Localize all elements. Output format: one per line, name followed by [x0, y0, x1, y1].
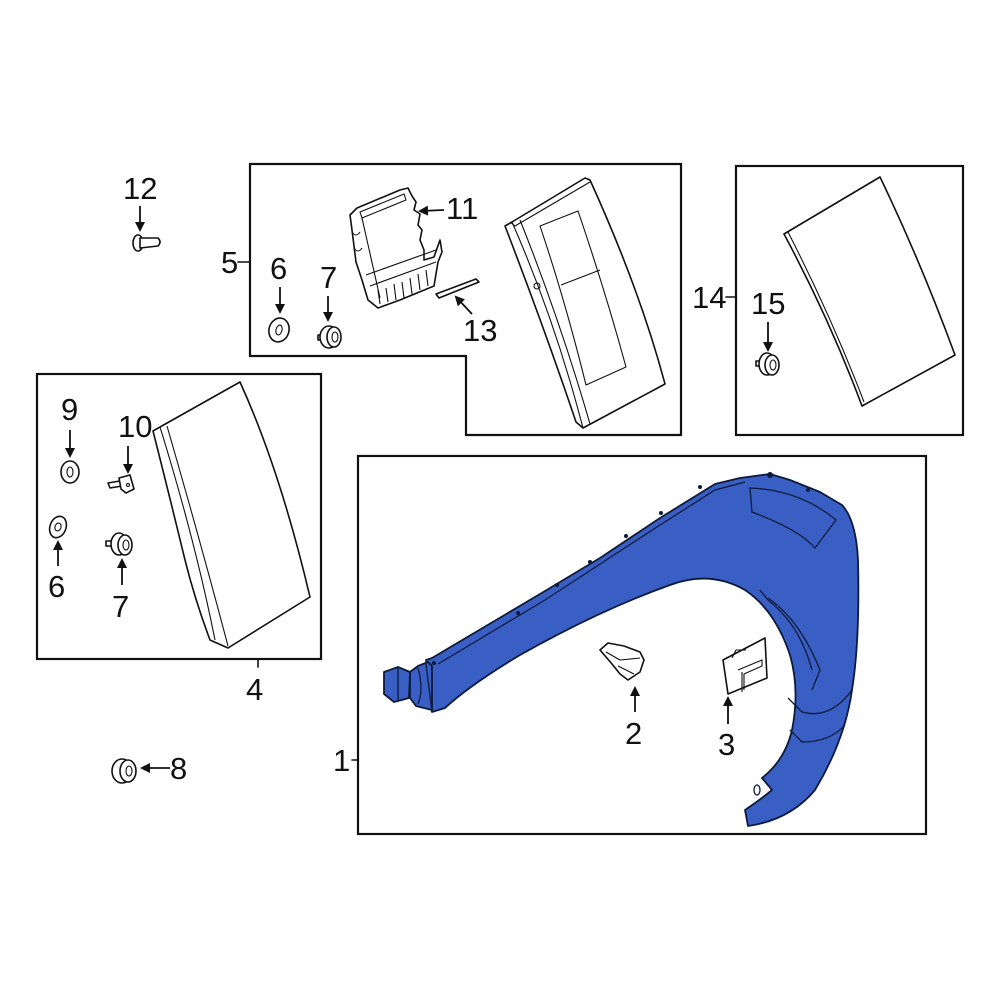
callout-label-6: 6 — [270, 251, 287, 286]
nut-icon — [755, 352, 780, 376]
nut-icon — [105, 532, 133, 556]
molding-panel-icon — [783, 176, 956, 407]
callout-label-7: 7 — [112, 589, 129, 624]
callout-label-14: 14 — [692, 280, 726, 315]
callout-11-group[interactable]: 11 — [349, 187, 478, 309]
callout-6a-group[interactable]: 6 — [266, 251, 292, 344]
grommet-icon — [111, 758, 137, 784]
group-box-14: 14 — [692, 164, 965, 437]
callout-label-10: 8 — [170, 751, 187, 786]
callout-label-9: 10 — [118, 409, 152, 444]
callout-label-15: 15 — [751, 286, 785, 321]
tape-icon — [435, 278, 480, 299]
callout-8-group[interactable]: 9 — [60, 392, 80, 484]
callout-label-5: 5 — [221, 245, 238, 280]
bolt-icon — [132, 234, 161, 252]
molding-panel-icon — [152, 381, 311, 649]
callout-15-group[interactable]: 15 — [751, 286, 785, 376]
callout-label-6: 6 — [48, 569, 65, 604]
group-box-5: 5 — [221, 162, 683, 437]
washer-icon — [48, 515, 68, 539]
retainer-icon — [107, 474, 135, 494]
callout-label-12: 12 — [123, 171, 157, 206]
molding-with-window-icon — [504, 177, 666, 429]
callout-2-group[interactable]: 2 — [599, 642, 645, 751]
callout-label-11: 11 — [446, 191, 478, 226]
group-box-4: 4 — [35, 372, 323, 707]
callout-label-2: 2 — [625, 716, 642, 751]
callout-13-group[interactable]: 13 — [435, 278, 497, 348]
callout-label-4: 4 — [246, 672, 263, 707]
callout-6b-group[interactable]: 6 — [47, 514, 70, 604]
callout-label-7: 7 — [320, 260, 337, 295]
callout-10-group[interactable]: 8 — [111, 751, 187, 786]
callout-9-group[interactable]: 10 — [107, 409, 152, 494]
fender-highlighted[interactable] — [383, 472, 860, 827]
module-icon — [349, 187, 443, 309]
nut-icon — [317, 325, 342, 349]
washer-icon — [268, 317, 290, 343]
callout-3-group[interactable]: 3 — [718, 637, 768, 762]
callout-label-3: 3 — [718, 727, 735, 762]
callout-12-group[interactable]: 12 — [123, 171, 161, 252]
group-box-1: 1 — [333, 454, 928, 836]
bracket-icon — [722, 637, 768, 695]
clip-icon — [599, 642, 645, 681]
callout-7a-group[interactable]: 7 — [317, 260, 342, 349]
washer-icon — [60, 460, 80, 484]
callout-label-8: 9 — [61, 392, 78, 427]
callout-7b-group[interactable]: 7 — [105, 532, 133, 624]
callout-label-1: 1 — [333, 743, 350, 778]
callout-label-13: 13 — [463, 313, 497, 348]
